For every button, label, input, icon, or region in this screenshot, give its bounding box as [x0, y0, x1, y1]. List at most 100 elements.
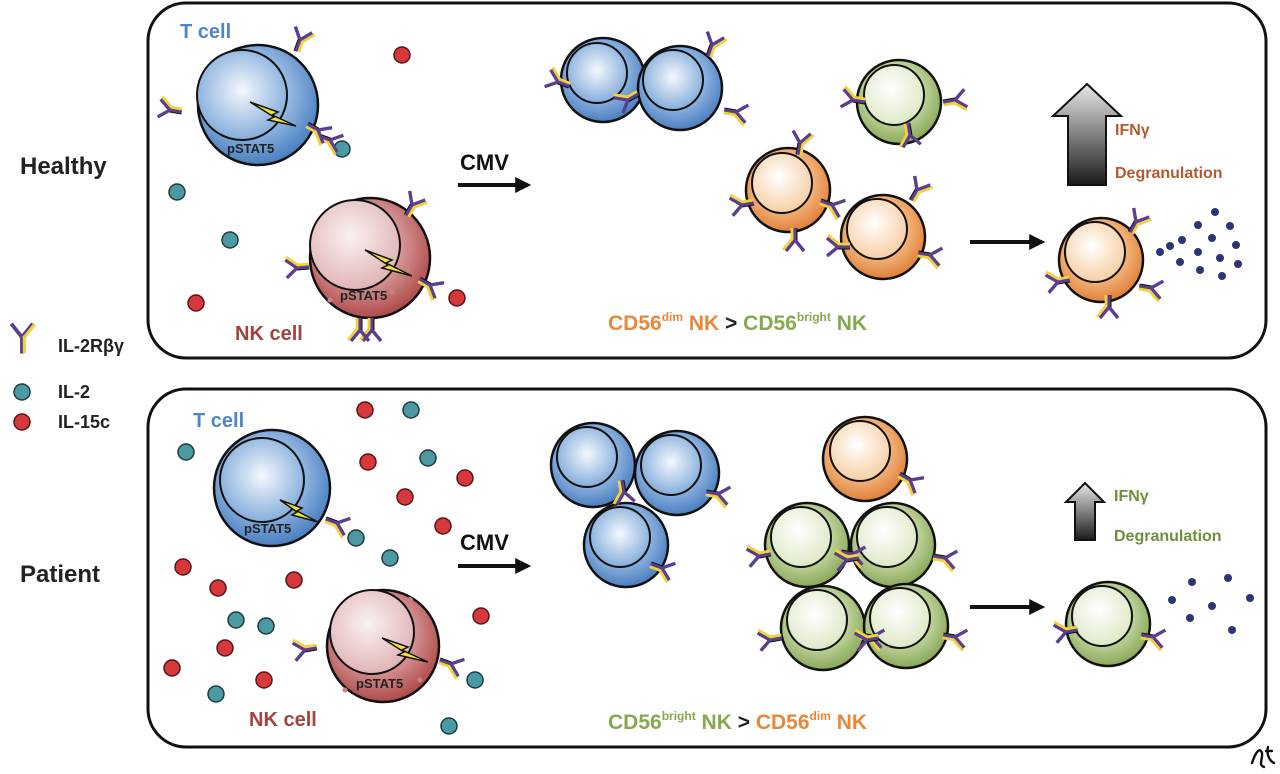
- healthy-cmv-label: CMV: [460, 150, 509, 175]
- il2rbg-receptor-icon: [293, 26, 316, 53]
- lightning-icon: [249, 101, 297, 127]
- healthy-t-cell: [196, 43, 320, 167]
- il2-dot: [257, 617, 275, 635]
- il2-legend-dot: [13, 383, 31, 401]
- il2-dot: [221, 231, 239, 249]
- il2rbg-receptor-icon: [284, 255, 310, 280]
- il2-dot: [419, 449, 437, 467]
- patient-degranulation-label: Degranulation: [1114, 528, 1222, 545]
- il15c-dot: [359, 453, 377, 471]
- il15c-dot: [255, 671, 273, 689]
- il2-dot: [381, 549, 399, 567]
- il2rbg-receptor-icon: [1044, 270, 1071, 294]
- healthy-degranulation-label: Degranulation: [1115, 165, 1223, 182]
- il2rbg-receptor-icon: [745, 544, 772, 568]
- healthy-effector-cell: [1057, 216, 1145, 304]
- il2rbg-receptor-icon: [1140, 628, 1167, 652]
- il2-dot: [227, 611, 245, 629]
- il15c-dot: [209, 579, 227, 597]
- healthy-cd56bright-nk: [855, 58, 943, 146]
- patient-upregulation-arrow: [1063, 481, 1107, 541]
- healthy-t-pstat5: pSTAT5: [227, 141, 274, 156]
- il2rbg-receptor-icon: [438, 657, 465, 680]
- healthy-nk-cell: [308, 196, 432, 320]
- publisher-logo: [1250, 745, 1276, 769]
- patient-effector-cell: [1064, 580, 1152, 668]
- il2rbg-receptor-icon: [898, 122, 922, 149]
- il15c-dot: [285, 571, 303, 589]
- lightning-icon: [381, 637, 429, 663]
- il2rbg-receptor-icon: [417, 276, 445, 301]
- il2rbg-receptor-icon: [942, 88, 969, 112]
- il2rbg-receptor-icon: [613, 90, 640, 114]
- il2rbg-receptor-icon: [781, 228, 806, 253]
- patient-nk-cell: [325, 588, 441, 704]
- il15c-dot: [396, 488, 414, 506]
- il2rbg-receptor-icon: [819, 198, 846, 221]
- receptor-legend-icon: [9, 322, 37, 354]
- il15c-dot: [216, 639, 234, 657]
- healthy-upregulation-arrow: [1050, 82, 1124, 186]
- patient-t-cell-label: T cell: [193, 410, 244, 432]
- patient-nk-pstat5: pSTAT5: [356, 676, 403, 691]
- patient-granules: [1168, 574, 1254, 634]
- patient-comparison: CD56bright NK > CD56dim NK: [608, 709, 867, 734]
- il2rbg-receptor-icon: [756, 628, 783, 652]
- il2rbg-receptor-icon: [932, 549, 959, 573]
- patient-nk-cell-label: NK cell: [249, 709, 317, 731]
- il2-dot: [168, 183, 186, 201]
- il15c-legend-dot: [13, 413, 31, 431]
- il2rbg-receptor-icon: [723, 103, 750, 127]
- il2rbg-receptor-icon: [612, 479, 636, 506]
- il15c-dot: [448, 289, 466, 307]
- il15c-dot: [393, 46, 411, 64]
- healthy-nk-cell-label: NK cell: [235, 323, 303, 345]
- il2rbg-receptor-icon: [839, 85, 866, 109]
- patient-cmv-label: CMV: [460, 530, 509, 555]
- il2rbg-receptor-icon: [705, 485, 732, 509]
- il2rbg-receptor-icon: [1138, 279, 1165, 303]
- il2rbg-receptor-icon: [291, 638, 318, 662]
- il2rbg-receptor-icon: [305, 121, 333, 146]
- healthy-t-cell-label: T cell: [180, 21, 231, 43]
- il2rbg-receptor-icon: [942, 628, 969, 652]
- patient-cd56dim-nk: [821, 415, 909, 503]
- patient-t-pstat5: pSTAT5: [244, 521, 291, 536]
- il2rbg-receptor-icon: [728, 193, 755, 217]
- legend-receptor-label: IL-2Rβγ: [58, 336, 124, 356]
- patient-ifn-label: IFNγ: [1114, 488, 1149, 505]
- legend-il15c-label: IL-15c: [58, 412, 110, 432]
- healthy-row-label: Healthy: [20, 153, 107, 180]
- il2rbg-receptor-icon: [825, 233, 850, 258]
- patient-expanded-t-cells: [549, 421, 721, 589]
- healthy-granules: [1156, 208, 1242, 280]
- lightning-icon: [364, 249, 413, 277]
- il15c-dot: [472, 607, 490, 625]
- healthy-cd56dim-nk: [744, 146, 927, 281]
- lightning-icon: [279, 499, 319, 523]
- patient-t-cell: [212, 428, 332, 548]
- il2rbg-receptor-icon: [346, 318, 371, 343]
- il15c-dot: [456, 469, 474, 487]
- il2-dot: [402, 401, 420, 419]
- healthy-nk-pstat5: pSTAT5: [340, 288, 387, 303]
- il2-dot: [347, 529, 365, 547]
- il2rbg-receptor-icon: [897, 471, 925, 496]
- il2-dot: [440, 717, 458, 735]
- receptors: [156, 26, 1167, 680]
- il2rbg-receptor-icon: [833, 548, 860, 572]
- il2rbg-receptor-icon: [908, 175, 933, 203]
- healthy-ifn-label: IFNγ: [1115, 122, 1150, 139]
- il2rbg-receptor-icon: [1052, 620, 1079, 644]
- il15c-dot: [356, 401, 374, 419]
- il15c-dot: [163, 659, 181, 677]
- patient-cd56bright-nk: [763, 501, 950, 672]
- il2-dot: [466, 671, 484, 689]
- il2-dot: [207, 685, 225, 703]
- il15c-dot: [187, 294, 205, 312]
- patient-cytokines: [163, 401, 490, 735]
- il2rbg-receptor-icon: [853, 628, 880, 652]
- il2rbg-receptor-icon: [324, 516, 351, 539]
- il2rbg-receptor-icon: [917, 246, 944, 270]
